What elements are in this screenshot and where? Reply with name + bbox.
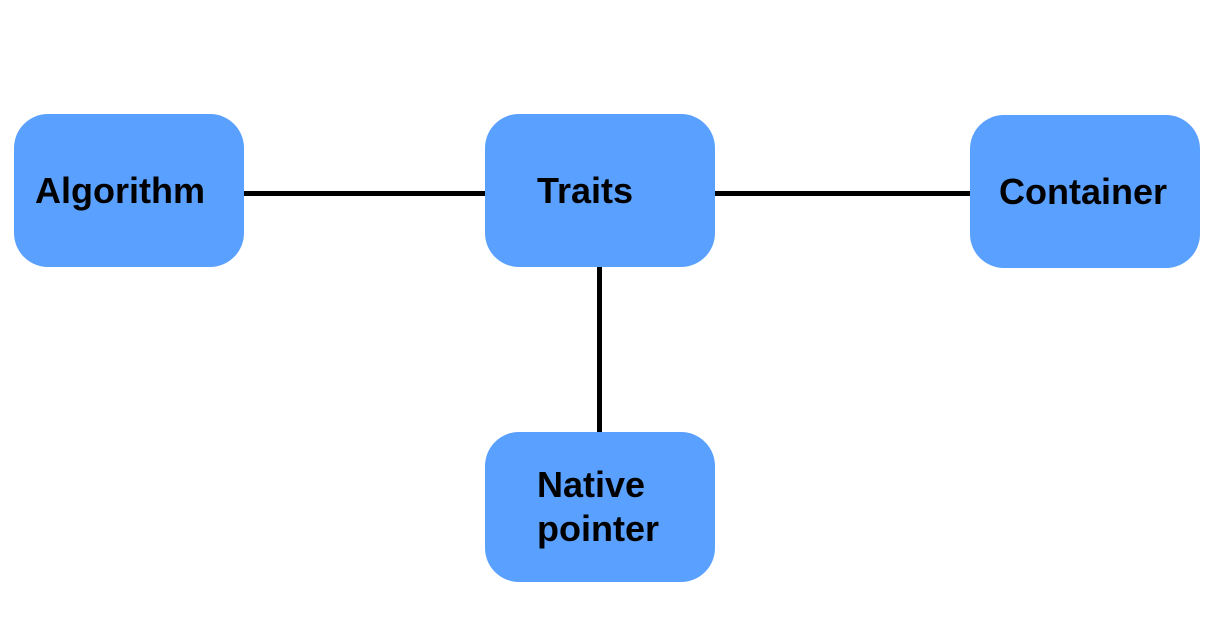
node-container-label: Container [999,170,1168,212]
node-algorithm[interactable]: Algorithm [14,114,244,267]
node-traits-label: Traits [537,169,634,211]
node-traits[interactable]: Traits [485,114,715,267]
node-native-pointer-label: Native pointer [537,463,659,551]
node-algorithm-label: Algorithm [35,169,205,211]
node-native-pointer-line1: Native [537,464,646,505]
node-native-pointer-line2: pointer [537,508,659,549]
node-container[interactable]: Container [970,115,1200,268]
edge-traits-native-pointer [597,266,602,432]
node-native-pointer[interactable]: Native pointer [485,432,715,582]
edge-algorithm-traits [244,191,486,196]
edge-traits-container [714,191,970,196]
